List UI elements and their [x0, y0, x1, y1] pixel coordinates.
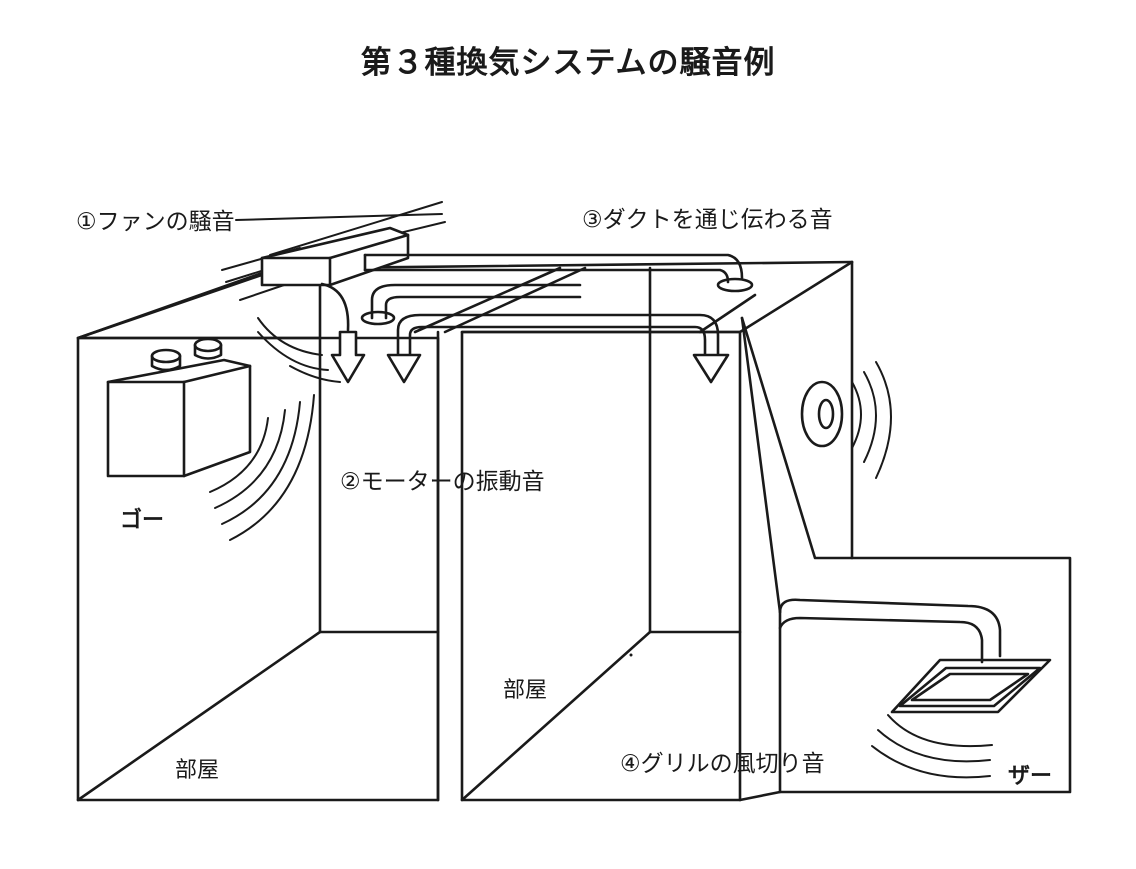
motor-knob-1-top: [150, 348, 182, 364]
grille-duct-top: [778, 598, 1002, 658]
label-motor-vibration: ②モーターの振動音: [340, 469, 545, 495]
wave-grille-1: [887, 714, 993, 748]
sound-waves-motor: [209, 394, 315, 541]
duct-long-top: [396, 313, 720, 357]
grille-wall-base: [738, 790, 782, 802]
grille-duct-bottom: [778, 616, 984, 664]
arrow-middle: [386, 353, 422, 384]
ceiling-beams: [413, 266, 757, 334]
beam-1a: [413, 266, 562, 334]
wave-grille-2: [877, 729, 991, 763]
right-room-floor-diag: [460, 630, 652, 802]
grille-wall-outline: [740, 316, 1072, 794]
duct-long-bottom: [408, 325, 707, 357]
wave-motor-4: [229, 394, 315, 541]
duct-outlet-left: [360, 310, 396, 326]
duct: [360, 253, 754, 357]
sound-label-go: ゴー: [120, 508, 165, 533]
duct-main-bottom: [363, 268, 730, 284]
outlet-outer: [800, 380, 844, 448]
arrow-right: [692, 353, 730, 384]
sound-waves-grille: [871, 714, 993, 779]
wave-motor-1: [209, 417, 269, 493]
motor-knob-1: [150, 354, 182, 372]
right-room: [318, 260, 854, 802]
motor-box: [106, 337, 252, 478]
speck: [629, 653, 633, 657]
beam-1b: [443, 266, 587, 334]
right-room-front-face: [460, 330, 742, 802]
motor-knob-2: [193, 343, 223, 360]
roof-back-edge: [318, 260, 854, 270]
wave-outlet-3: [875, 361, 892, 479]
beam-2: [698, 293, 757, 334]
grille-wall: [738, 316, 1072, 802]
motor-edge-2: [182, 364, 252, 384]
duct-outlet-right: [716, 277, 754, 293]
sound-label-za: ザー: [1008, 764, 1053, 789]
rod-2: [235, 213, 443, 221]
room-label-left: 部屋: [175, 758, 220, 783]
fan-edge-2: [328, 233, 410, 260]
duct-main-top: [363, 253, 744, 280]
wave-outlet-1: [851, 381, 862, 449]
left-room-top-edge: [76, 270, 267, 340]
duct-branch-top: [370, 283, 582, 320]
duct-branch-bottom: [384, 295, 582, 320]
wave-fan-1: [257, 317, 323, 356]
grille-middle: [898, 666, 1042, 708]
label-duct-sound: ③ダクトを通じ伝わる音: [582, 207, 833, 233]
label-grille-wind: ④グリルの風切り音: [620, 751, 825, 777]
grille-outer: [890, 658, 1052, 714]
left-room-floor-diag: [76, 630, 322, 802]
outlet-inner: [817, 398, 835, 430]
fan-curve-arrow: [320, 282, 350, 332]
motor-body: [106, 358, 252, 478]
rod-1: [269, 201, 443, 256]
grille-inner: [910, 672, 1030, 702]
wave-motor-2: [214, 409, 286, 509]
wave-outlet-2: [863, 371, 877, 463]
right-room-top-edge-right: [738, 260, 854, 334]
wave-fan-2: [257, 331, 329, 371]
grille-assembly: [778, 598, 1052, 714]
label-fan-noise: ①ファンの騒音: [76, 209, 235, 235]
wave-motor-3: [221, 401, 301, 525]
grille-wall-diag: [740, 316, 782, 614]
page-title: 第３種換気システムの騒音例: [360, 45, 776, 81]
fan-unit: [260, 226, 410, 287]
wall-outlet: [800, 361, 892, 479]
airflow-arrows: [320, 282, 730, 384]
sound-waves-fan: [257, 317, 341, 383]
wave-grille-3: [871, 745, 991, 779]
left-room: [76, 253, 440, 802]
arrow-left: [330, 330, 366, 384]
wave-fan-3: [289, 365, 341, 383]
motor-knob-2-top: [193, 337, 223, 353]
room-label-right: 部屋: [503, 678, 548, 703]
